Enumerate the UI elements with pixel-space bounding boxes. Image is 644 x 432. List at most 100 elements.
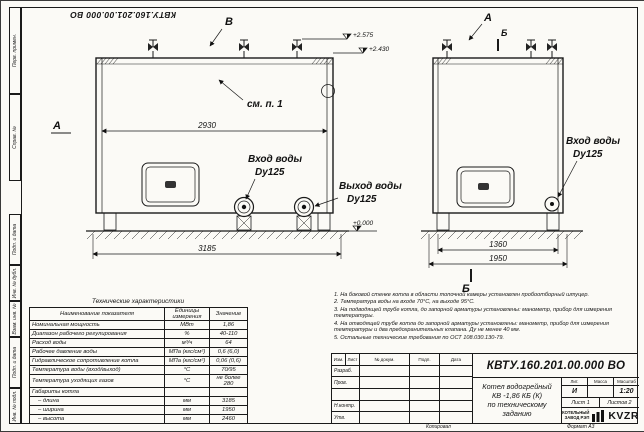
tb-row-label: Н.контр. <box>332 400 360 412</box>
level-text-0000: +0.000 <box>353 220 373 227</box>
lit-mass-scale-values: И 1:20 <box>562 386 639 398</box>
tb-row: Пров. <box>332 377 472 390</box>
inlet-leader <box>245 178 256 200</box>
view-arrow-v <box>209 28 223 47</box>
spec-cell: Гидравлическое сопротивление котла <box>29 356 165 367</box>
tb-sign-cell <box>410 389 440 400</box>
spec-row: Габариты котла <box>29 387 248 398</box>
boiler-drawing: В А А Б Б +2.575 +2.430 +0.000 2930 3185… <box>51 12 621 295</box>
see-note-label: см. п. 1 <box>247 99 283 110</box>
kvzr-logo-text: KVZR <box>608 409 639 422</box>
note-item: 4. На отводящей трубе котла до запорной … <box>334 320 609 334</box>
title-block-main-area: КВТУ.160.201.00.000 ВО Котел водогрейный… <box>472 354 639 423</box>
spec-cell: м³/ч <box>164 338 210 349</box>
company-name-small: КОТЕЛЬНЫЙ ЗАВОД РЭП <box>562 409 590 420</box>
dim-text-2930: 2930 <box>197 121 216 130</box>
ground-hatch <box>420 230 583 240</box>
company-cell: КОТЕЛЬНЫЙ ЗАВОД РЭП KVZR <box>562 408 639 423</box>
doc-number: КВТУ.160.201.00.000 ВО <box>473 354 639 378</box>
spec-table-title: Технические характеристики <box>91 298 185 305</box>
boiler-door-front <box>141 162 200 207</box>
tb-row-label: Пров. <box>332 377 360 389</box>
tb-row-label: Утв. <box>332 412 360 424</box>
sheet-row: Лист 1 Листов 2 <box>562 398 639 408</box>
lit-value: И <box>562 386 588 397</box>
view-arrow-a <box>468 23 483 41</box>
product-name-line: Котел водогрейный <box>482 382 552 391</box>
level-mark-0000 <box>349 225 377 232</box>
note-item: 1. На боковой стенке котла в области топ… <box>334 292 590 298</box>
tb-col-label: Дата <box>450 356 462 362</box>
spec-cell: Температура воды (вход/выход) <box>29 365 165 376</box>
title-block-header-row: Изм. Лист № докум. Подп. Дата <box>332 354 472 366</box>
ground-hatch <box>86 230 348 240</box>
spec-header-row: Наименование показателя Единицы измерени… <box>29 306 248 322</box>
margin-cell <box>9 388 21 424</box>
spec-cell: Расход воды <box>29 338 165 349</box>
tb-col-label: Лист <box>346 354 360 365</box>
spec-cell: Номинальная мощность <box>29 320 165 331</box>
spec-cell: 1950 <box>209 405 248 416</box>
spec-cell: МВт <box>164 320 210 331</box>
view-marker-a-right: А <box>483 12 492 24</box>
tb-row-label: Разраб. <box>332 365 360 377</box>
note-item: 3. На подводящей трубе котла, до запорно… <box>334 306 612 320</box>
support-leg <box>103 212 117 231</box>
side-port <box>321 84 335 98</box>
spec-cell: °С <box>164 374 210 389</box>
spec-cell: мм <box>164 405 210 416</box>
dim-text-1360: 1360 <box>489 240 507 249</box>
note-item: 2. Температура воды на входе 70°С, на вы… <box>334 299 475 306</box>
tb-sign-cell <box>410 412 440 424</box>
spec-cell: Диапазон рабочего регулирования <box>29 329 165 340</box>
outlet-size: Dy125 <box>347 194 377 205</box>
tb-date-cell <box>440 389 472 400</box>
spec-cell: % <box>164 329 210 340</box>
margin-label: Справ. № <box>12 126 18 149</box>
scale-value: 1:20 <box>619 388 634 395</box>
margin-cell <box>9 94 21 181</box>
spec-cell: °С <box>164 365 210 376</box>
mass-label: Масса <box>588 378 614 385</box>
spec-cell: – длина <box>29 396 165 407</box>
outlet-label: Выход воды <box>339 181 402 192</box>
spec-cell: Температура уходящих газов <box>29 374 165 389</box>
tb-sign-cell <box>410 400 440 412</box>
section-marker-b-bottom: Б <box>462 283 470 295</box>
spec-table: Наименование показателя Единицы измерени… <box>29 306 248 425</box>
technical-notes: 1. На боковой стенке котла в области топ… <box>334 292 634 342</box>
view-marker-a-left: А <box>52 120 61 132</box>
format-label: Формат А3 <box>567 424 595 430</box>
tb-name-cell <box>360 400 410 412</box>
dim-text-3185: 3185 <box>198 244 216 253</box>
spec-cell: Габариты котла <box>29 387 165 398</box>
sheets-total: Листов 2 <box>607 399 632 406</box>
margin-label: Взам. инв. № <box>12 303 18 335</box>
support-leg <box>436 212 450 231</box>
title-block-revision-area: Изм. Лист № докум. Подп. Дата Разраб. Пр… <box>332 354 472 424</box>
company-line: КОТЕЛЬНЫЙ <box>562 409 590 415</box>
margin-label: Инв. № подл. <box>12 390 18 422</box>
support-leg <box>317 212 331 231</box>
lit-mass-scale-header: Лит. Масса Масштаб <box>562 378 639 386</box>
tb-col-label: № докум. <box>360 354 410 365</box>
spec-cell: мм <box>164 396 210 407</box>
level-mark-2430 <box>333 47 368 54</box>
spec-cell: 70/95 <box>209 365 248 376</box>
tb-row-label <box>332 389 360 400</box>
spec-cell: не более 280 <box>209 374 248 389</box>
spec-cell: 64 <box>209 338 248 349</box>
spec-cell: 0,06 (0,6) <box>209 356 248 367</box>
mass-value <box>588 386 614 397</box>
tb-col-label: Изм. <box>332 354 346 365</box>
tb-sign-cell <box>410 365 440 377</box>
boiler-front-view <box>51 28 377 259</box>
